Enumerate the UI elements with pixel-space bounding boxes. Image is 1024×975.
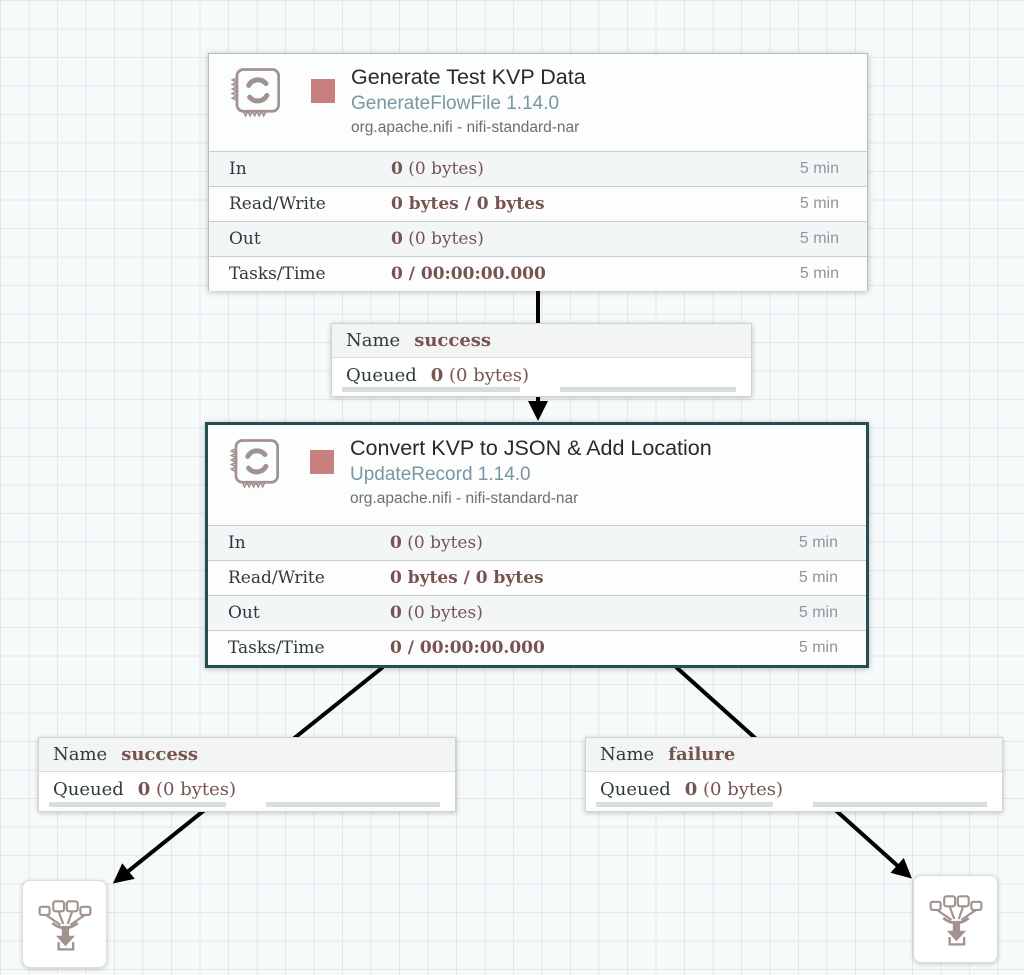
run-status-stopped-icon xyxy=(310,450,334,474)
stat-row-in: In 0 (0 bytes) 5 min xyxy=(209,151,867,186)
processor-name: Convert KVP to JSON & Add Location xyxy=(350,436,712,460)
stat-window: 5 min xyxy=(799,160,839,177)
stat-window: 5 min xyxy=(798,639,838,656)
stat-row-out: Out 0 (0 bytes) 5 min xyxy=(209,221,867,256)
funnel-icon xyxy=(929,895,982,946)
processor-stamp-icon xyxy=(229,439,280,489)
stat-row-read-write: Read/Write 0 bytes / 0 bytes 5 min xyxy=(209,186,867,221)
stat-label: In xyxy=(228,533,246,553)
processor-type: GenerateFlowFile 1.14.0 xyxy=(351,93,560,115)
processor-name: Generate Test KVP Data xyxy=(351,65,586,89)
processor-header: Generate Test KVP Data GenerateFlowFile … xyxy=(209,54,867,151)
processor-header: Convert KVP to JSON & Add Location Updat… xyxy=(208,425,866,525)
stat-row-read-write: Read/Write 0 bytes / 0 bytes 5 min xyxy=(208,560,866,595)
stat-window: 5 min xyxy=(799,195,839,212)
queue-count-bar xyxy=(49,802,226,807)
stat-value: 0 bytes / 0 bytes xyxy=(390,568,544,588)
stat-label: Tasks/Time xyxy=(229,264,326,284)
processor-type: UpdateRecord 1.14.0 xyxy=(350,464,531,486)
queue-count-bar xyxy=(596,802,773,807)
stat-label: Out xyxy=(229,229,261,249)
stat-window: 5 min xyxy=(799,265,839,282)
stat-value: 0 (0 bytes) xyxy=(390,603,483,623)
connection-name-value: success xyxy=(414,330,492,351)
stat-row-tasks-time: Tasks/Time 0 / 00:00:00.000 5 min xyxy=(208,630,866,665)
stat-label: Read/Write xyxy=(229,194,326,214)
stat-value: 0 (0 bytes) xyxy=(391,229,484,249)
connection-name-value: success xyxy=(121,744,199,765)
stat-value: 0 bytes / 0 bytes xyxy=(391,194,545,214)
stat-window: 5 min xyxy=(799,230,839,247)
queue-size-bar xyxy=(812,802,988,807)
stat-label: Read/Write xyxy=(228,568,325,588)
stat-label: In xyxy=(229,159,247,179)
processor-stamp-icon xyxy=(230,68,281,118)
funnel-icon xyxy=(38,900,91,951)
stat-label: Tasks/Time xyxy=(228,638,325,658)
queue-count-bar xyxy=(342,387,521,392)
stat-value: 0 / 00:00:00.000 xyxy=(391,264,546,284)
stat-window: 5 min xyxy=(798,534,838,551)
queue-size-bar xyxy=(560,387,737,392)
stat-window: 5 min xyxy=(798,569,838,586)
stat-label: Out xyxy=(228,603,260,623)
stat-value: 0 (0 bytes) xyxy=(391,159,484,179)
processor-convert-kvp-to-json[interactable]: Convert KVP to JSON & Add Location Updat… xyxy=(205,422,869,668)
queue-size-bar xyxy=(265,802,441,807)
stat-row-tasks-time: Tasks/Time 0 / 00:00:00.000 5 min xyxy=(209,256,867,291)
funnel-component[interactable] xyxy=(22,880,107,968)
connection-name-value: failure xyxy=(668,744,736,765)
processor-bundle: org.apache.nifi - nifi-standard-nar xyxy=(350,489,579,507)
processor-generate-test-kvp-data[interactable]: Generate Test KVP Data GenerateFlowFile … xyxy=(208,53,868,291)
stat-row-out: Out 0 (0 bytes) 5 min xyxy=(208,595,866,630)
run-status-stopped-icon xyxy=(311,79,335,103)
processor-bundle: org.apache.nifi - nifi-standard-nar xyxy=(351,118,580,136)
stat-value: 0 / 00:00:00.000 xyxy=(390,638,545,658)
stat-row-in: In 0 (0 bytes) 5 min xyxy=(208,525,866,560)
stat-value: 0 (0 bytes) xyxy=(390,533,483,553)
funnel-component[interactable] xyxy=(913,875,998,963)
stat-window: 5 min xyxy=(798,604,838,621)
